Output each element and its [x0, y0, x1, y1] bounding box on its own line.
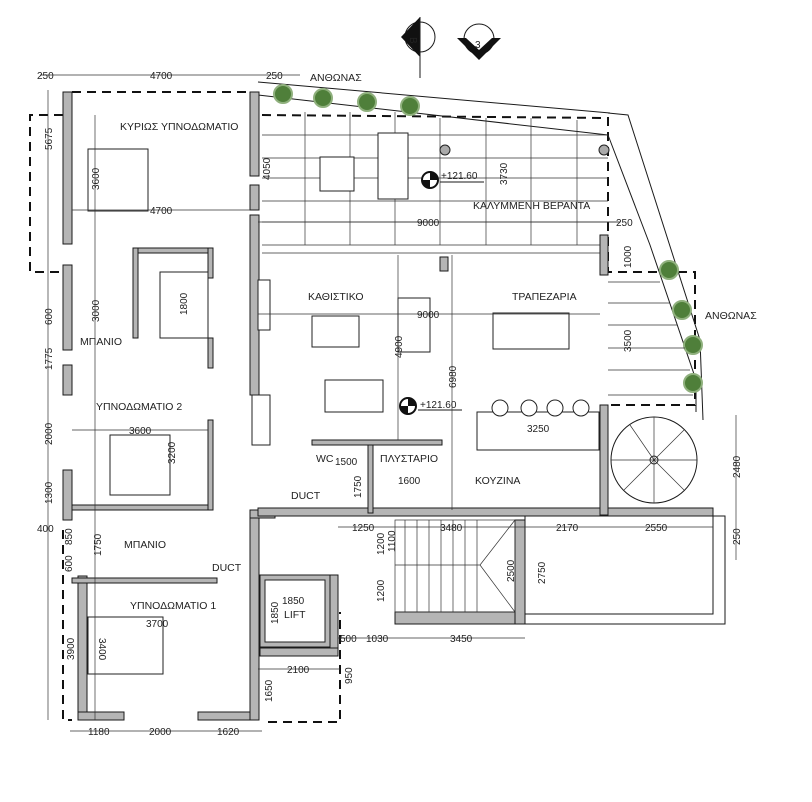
label-bedroom-2: ΥΠΝΟΔΩΜΑΤΙΟ 2	[96, 401, 182, 413]
dim-label: 3500	[623, 329, 634, 352]
dim-label: 2750	[537, 561, 548, 584]
dim-label: 2550	[645, 523, 668, 534]
dim-label: 1000	[623, 245, 634, 268]
dim-label: 9000	[417, 310, 440, 321]
dim-label: 250	[37, 71, 54, 82]
column-icon	[439, 144, 451, 156]
spiral-staircase	[610, 416, 698, 504]
dim-label: 4700	[150, 71, 173, 82]
dim-label: 1750	[93, 533, 104, 556]
dim-label: 3200	[167, 441, 178, 464]
dim-label: 1850	[270, 601, 281, 624]
dim-label: 1600	[398, 476, 421, 487]
planter-top	[257, 81, 704, 421]
label-planter-top: ΑΝΘΩΝΑΣ	[310, 72, 362, 84]
dim-label: 1300	[44, 481, 55, 504]
dim-label: 3250	[527, 424, 550, 435]
dim-label: 3900	[66, 637, 77, 660]
dim-label: 3600	[129, 426, 152, 437]
dim-label: 1620	[217, 727, 240, 738]
label-bathroom-2: ΜΠΑΝΙΟ	[124, 539, 166, 551]
level-label: +121.60	[420, 400, 457, 411]
lift-car	[264, 579, 326, 643]
staircase	[394, 519, 516, 613]
dim-label: 2500	[506, 559, 517, 582]
label-planter-right: ΑΝΘΩΝΑΣ	[705, 310, 757, 322]
dim-label: 250	[266, 71, 283, 82]
dim-label: 1650	[264, 679, 275, 702]
dim-label: 2480	[732, 455, 743, 478]
section-label-3: 3	[475, 40, 481, 51]
dim-label: 1775	[44, 347, 55, 370]
dim-label: 4900	[394, 335, 405, 358]
dim-label: 400	[37, 524, 54, 535]
level-marker: +121.60	[421, 171, 484, 189]
dim-label: 3600	[91, 167, 102, 190]
dimension-lines	[40, 74, 737, 732]
section-marker-3: 3	[457, 23, 501, 60]
dim-label: 1800	[179, 292, 190, 315]
dim-label: 6980	[448, 365, 459, 388]
dim-label: 600	[44, 308, 55, 325]
walls	[62, 91, 714, 721]
dim-label: 1750	[353, 475, 364, 498]
dim-label: 4700	[150, 206, 173, 217]
dim-label: 4050	[262, 157, 273, 180]
dim-label: 1250	[352, 523, 375, 534]
dim-label: 1200	[376, 579, 387, 602]
balcony-lower	[524, 515, 726, 625]
dim-label: 250	[732, 528, 743, 545]
level-marker: +121.60	[399, 397, 462, 415]
dim-label: 500	[340, 634, 357, 645]
label-wc: WC	[316, 453, 334, 465]
label-bathroom-1: ΜΠΑΝΙΟ	[80, 336, 122, 348]
dim-label: 3700	[146, 619, 169, 630]
column-icon	[598, 144, 610, 156]
dim-label: 1500	[335, 457, 358, 468]
dim-label: 5675	[44, 127, 55, 150]
dim-label: 1180	[88, 727, 110, 738]
dim-label: 9000	[417, 218, 440, 229]
dim-label: 850	[64, 528, 75, 545]
label-living-room: ΚΑΘΙΣΤΙΚΟ	[308, 291, 364, 303]
dim-label: 3480	[440, 523, 463, 534]
label-covered-veranda: ΚΑΛΥΜΜΕΝΗ ΒΕΡΑΝΤΑ	[473, 200, 590, 212]
level-label: +121.60	[441, 171, 478, 182]
dim-label: 2000	[44, 422, 55, 445]
label-bedroom-1: ΥΠΝΟΔΩΜΑΤΙΟ 1	[130, 600, 216, 612]
label-lift: LIFT	[284, 609, 306, 621]
label-dining-room: ΤΡΑΠΕΖΑΡΙΑ	[512, 291, 577, 303]
section-marker-b: B	[401, 17, 436, 78]
label-master-bedroom: ΚΥΡΙΩΣ ΥΠΝΟΔΩΜΑΤΙΟ	[120, 121, 238, 133]
dim-label: 2000	[149, 727, 172, 738]
dim-label: 1030	[366, 634, 389, 645]
dim-label: 1850	[282, 596, 305, 607]
boundary-lines	[29, 91, 696, 723]
label-kitchen: ΚΟΥΖΙΝΑ	[475, 475, 520, 487]
dim-label: 2100	[287, 665, 310, 676]
dim-label: 3730	[499, 162, 510, 185]
label-duct-1: DUCT	[212, 562, 242, 574]
dim-label: 250	[616, 218, 633, 229]
section-label-b: B	[407, 37, 418, 44]
room-labels: ΚΥΡΙΩΣ ΥΠΝΟΔΩΜΑΤΙΟ ΑΝΘΩΝΑΣ ΑΝΘΩΝΑΣ ΚΑΛΥΜ…	[80, 72, 757, 621]
label-laundry: ΠΛΥΣΤΑΡΙΟ	[380, 453, 438, 465]
dim-label: 3450	[450, 634, 473, 645]
dim-label: 3000	[91, 299, 102, 322]
dim-label: 2170	[556, 523, 579, 534]
dim-label: 1100	[387, 530, 398, 552]
label-duct-2: DUCT	[291, 490, 321, 502]
dim-label: 600	[64, 555, 75, 572]
dim-label: 3400	[96, 638, 107, 661]
dimension-labels: 250 4700 250 5675 3600 4700 4050 3730 90…	[37, 71, 743, 738]
planter-right	[659, 260, 703, 393]
furniture	[87, 132, 600, 675]
dim-label: 1200	[376, 532, 387, 555]
dim-label: 950	[344, 667, 355, 684]
